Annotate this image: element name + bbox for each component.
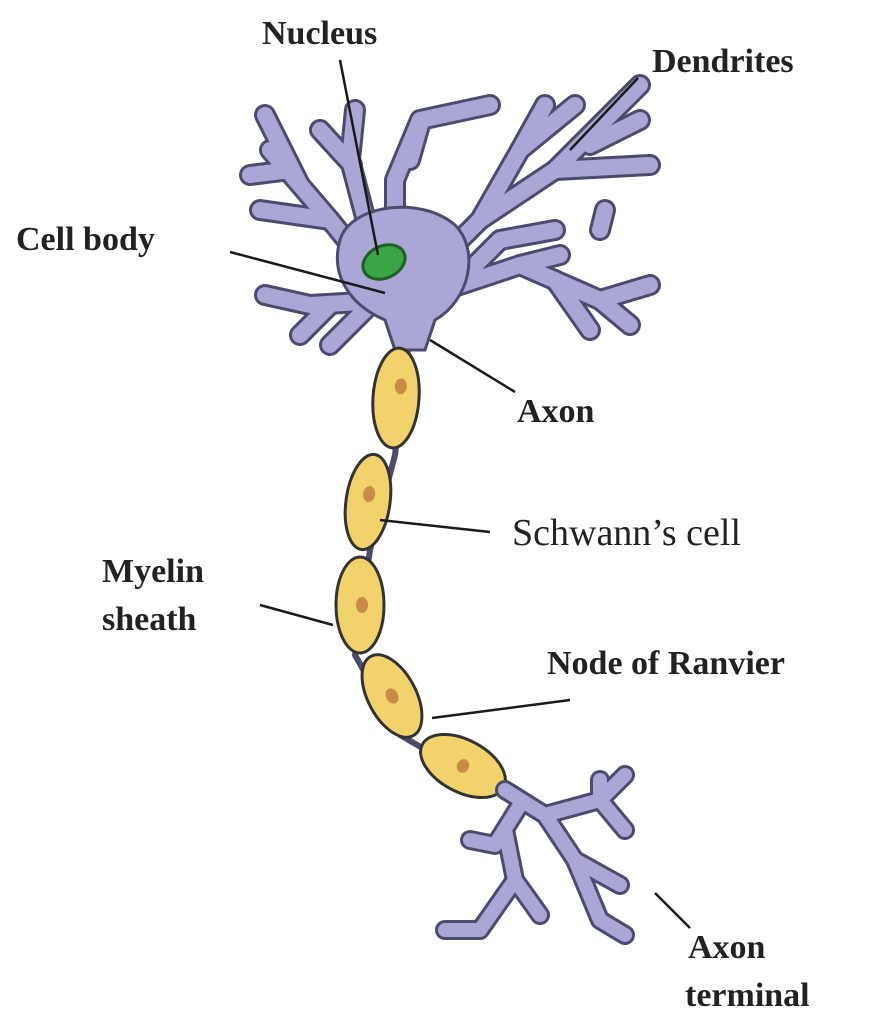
label-axon: Axon (517, 393, 595, 430)
leader-axon (429, 338, 516, 394)
labels: Nucleus Dendrites Cell body Axon Schwann… (16, 15, 810, 1014)
label-nucleus: Nucleus (262, 15, 377, 52)
schwann-cell (371, 346, 421, 450)
schwann-cell (360, 653, 424, 739)
leader-node (431, 698, 571, 720)
schwann-cell (334, 555, 386, 655)
leader-nucleus (338, 59, 380, 256)
label-myelin-sheath-line2: sheath (102, 601, 197, 638)
leader-dendrites (569, 77, 639, 151)
label-schwann-cell: Schwann’s cell (512, 512, 741, 554)
leader-lines (229, 59, 691, 929)
leader-axon-terminal (654, 892, 691, 929)
axon-terminal (435, 765, 635, 945)
label-dendrites: Dendrites (652, 43, 794, 80)
leader-schwann (379, 518, 491, 534)
cell-body (335, 205, 471, 352)
label-cell-body: Cell body (16, 221, 155, 258)
leader-myelin (259, 603, 334, 627)
schwann-cells (334, 346, 507, 800)
schwann-cell (419, 732, 507, 800)
label-axon-terminal-line1: Axon (688, 929, 766, 966)
label-myelin-sheath-line1: Myelin (102, 553, 204, 590)
schwann-cell (343, 452, 393, 552)
leader-cell-body (229, 250, 386, 295)
label-node-of-ranvier: Node of Ranvier (547, 645, 785, 682)
label-axon-terminal-line2: terminal (685, 977, 810, 1014)
